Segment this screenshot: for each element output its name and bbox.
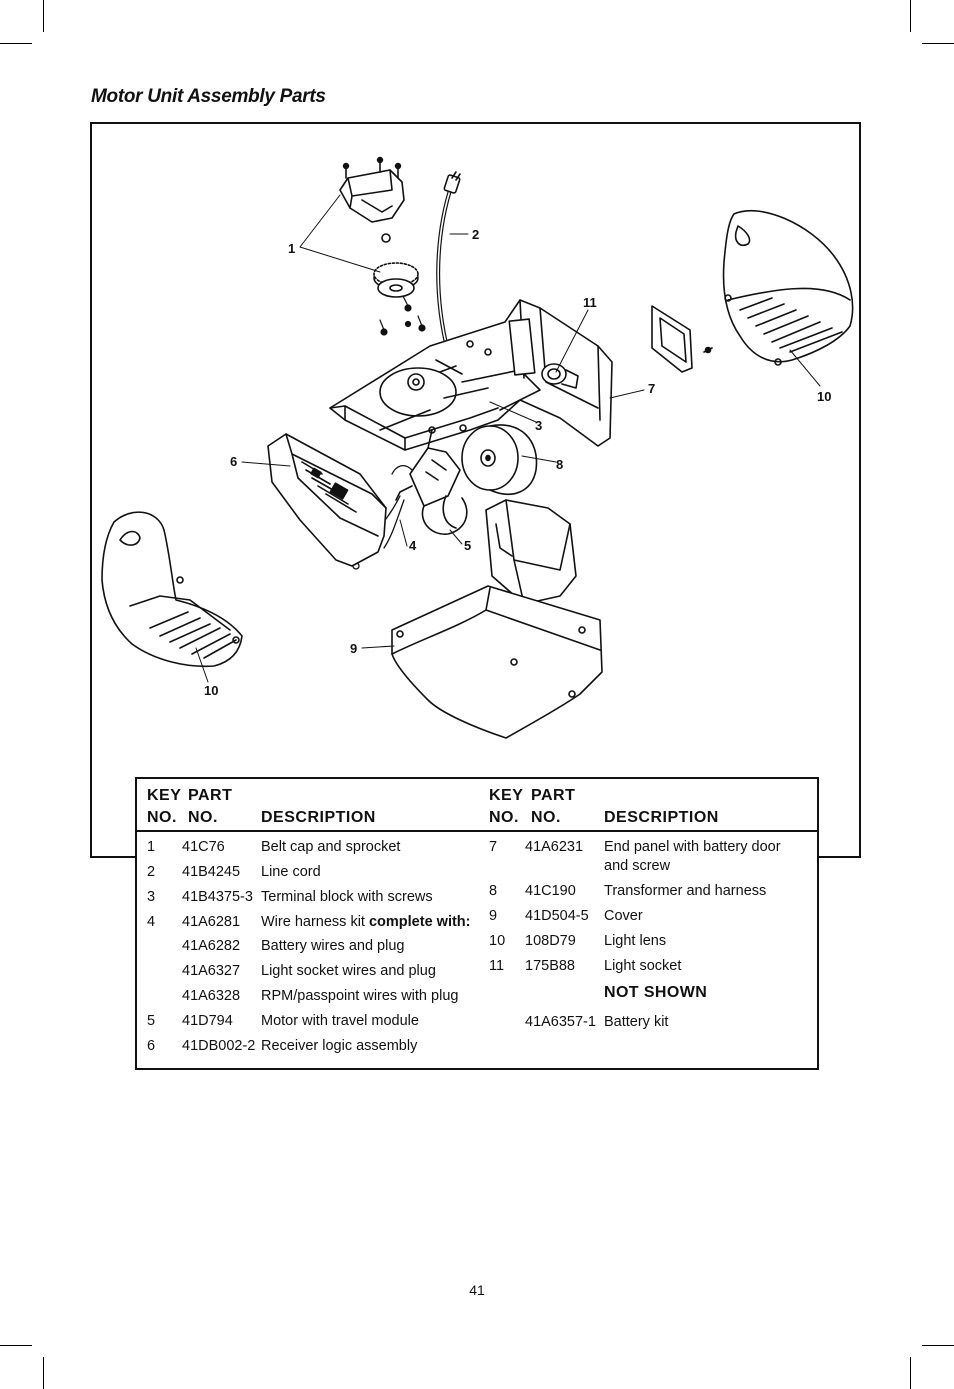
line-cord-part [436,171,461,354]
crop-mark [910,0,911,32]
header-part-no: PART NO. [531,787,576,826]
callout-6: 6 [230,454,238,469]
header-key: KEY NO. [489,787,524,826]
light-lens-left-part [101,511,243,668]
callout-5: 5 [464,538,472,553]
header-description: DESCRIPTION [604,809,719,826]
receiver-logic-part [267,433,387,567]
header-divider [137,830,817,832]
callout-leader-lines [195,194,821,683]
crop-mark [43,0,44,32]
callout-1: 1 [288,241,296,256]
cover-part [391,499,603,739]
sprocket-part [373,262,419,298]
header-part-no: PART NO. [188,787,233,826]
light-socket-part [541,363,579,389]
callout-9: 9 [350,641,358,656]
callout-10-left: 10 [204,683,219,698]
chassis-plate-part [329,299,613,451]
header-description: DESCRIPTION [261,809,376,826]
mounting-bolts [379,295,432,356]
callout-11: 11 [583,295,597,310]
crop-mark [922,43,954,44]
motor-part [395,426,468,535]
light-lens-right-part [722,209,854,366]
page-number: 41 [469,1282,485,1298]
crop-mark [910,1357,911,1389]
belt-cap-part [339,156,405,243]
crop-mark [0,1345,32,1346]
callout-10-right: 10 [817,389,832,404]
callout-8: 8 [556,457,564,472]
callout-3: 3 [535,418,543,433]
crop-mark [0,43,32,44]
page-title: Motor Unit Assembly Parts [91,86,326,107]
callout-4: 4 [409,538,417,553]
header-key: KEY NO. [147,787,182,826]
not-shown-heading: NOT SHOWN [604,984,708,1001]
crop-mark [922,1345,954,1346]
crop-mark [43,1357,44,1389]
callout-2: 2 [472,227,480,242]
parts-table: KEY NO. PART NO. DESCRIPTION KEY NO. PAR… [135,777,819,1070]
callout-7: 7 [648,381,656,396]
end-panel-part [651,305,713,373]
transformer-part [461,424,538,495]
